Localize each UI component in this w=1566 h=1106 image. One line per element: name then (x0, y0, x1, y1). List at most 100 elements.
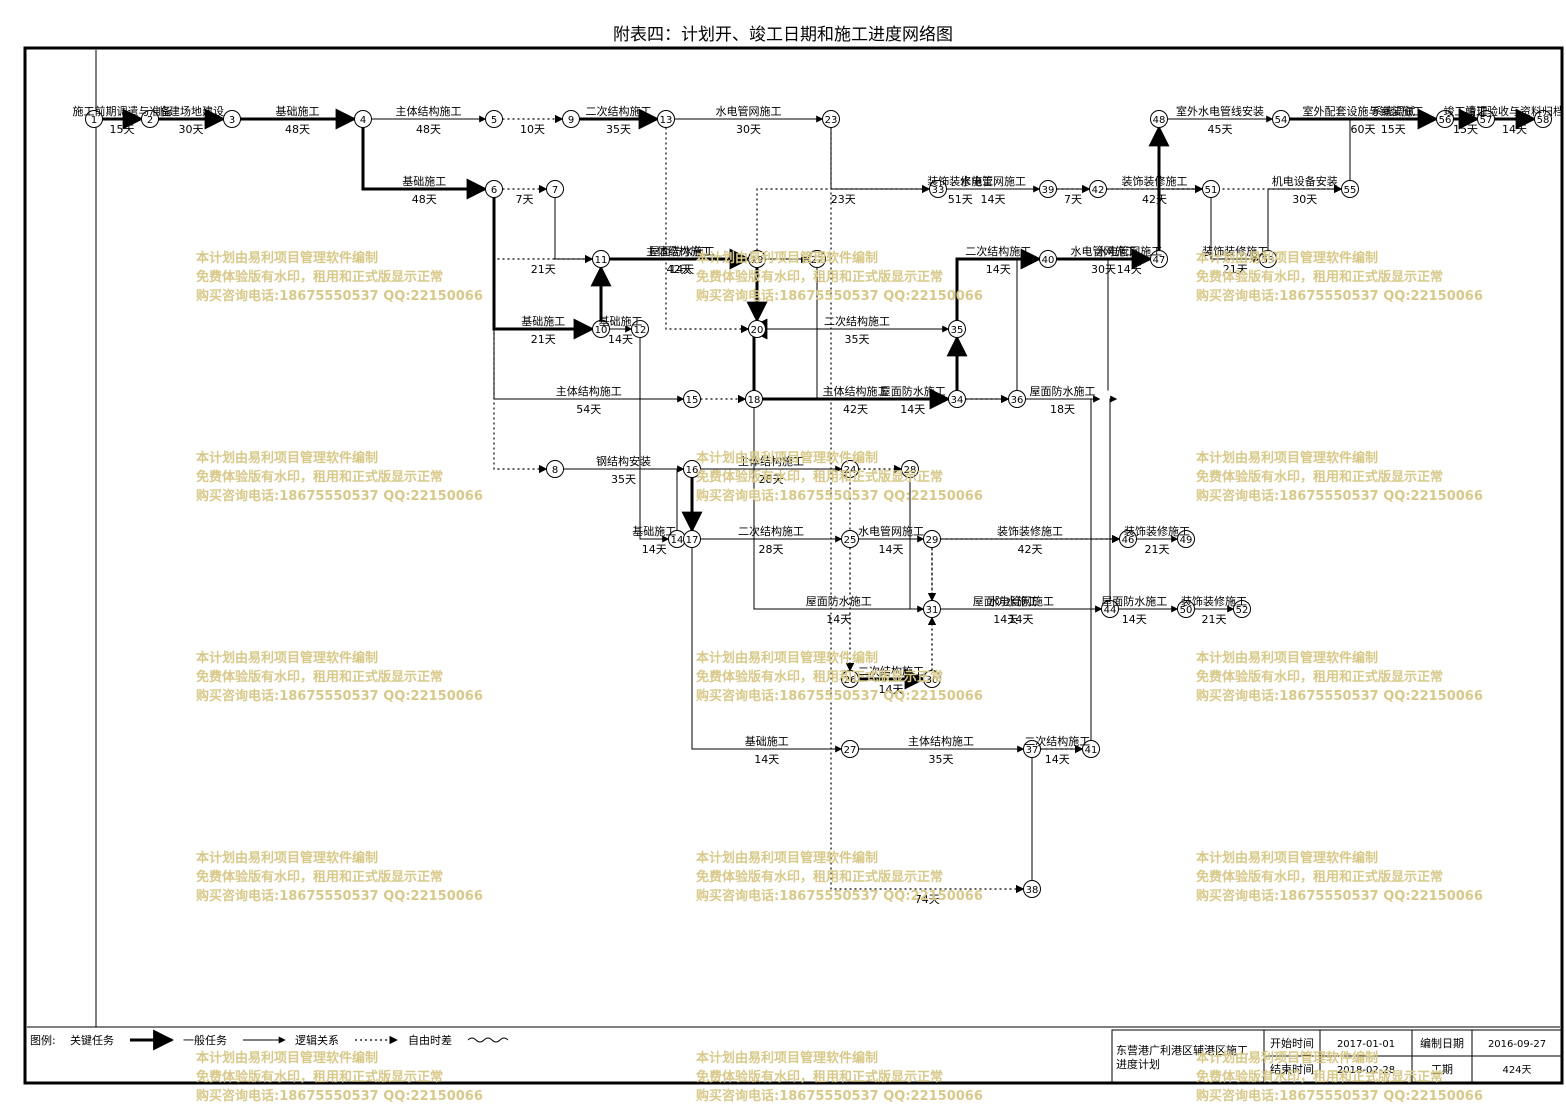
node-number: 6 (491, 185, 497, 196)
activity-arrow (1090, 605, 1179, 741)
node-number: 42 (1092, 185, 1105, 196)
activity-duration: 60天 (1351, 123, 1376, 136)
end-value: 2018-02-28 (1337, 1065, 1395, 1076)
node-20 (748, 320, 766, 338)
activity-duration: 21天 (531, 333, 556, 346)
activity-label: 水电管网施工 (1071, 244, 1137, 258)
activity-label: 主体结构施工 (908, 734, 974, 748)
node-number: 33 (932, 185, 945, 196)
activity-arrow (1210, 197, 1261, 263)
node-48 (1150, 110, 1168, 128)
start-value: 2017-01-01 (1337, 1039, 1395, 1050)
node-number: 18 (748, 395, 761, 406)
activity-duration: 48天 (412, 193, 437, 206)
node-number: 1 (91, 115, 97, 126)
period-value: 424天 (1502, 1065, 1531, 1076)
activity-arrow (1109, 395, 1118, 601)
activity-label: 水电管网施工 (716, 104, 782, 118)
activity-duration: 30天 (179, 123, 204, 136)
activity-arrow (756, 184, 931, 321)
activity-duration: 14天 (754, 753, 779, 766)
node-46 (1119, 530, 1137, 548)
node-number: 9 (568, 115, 574, 126)
node-37 (1023, 740, 1041, 758)
node-31 (923, 600, 941, 618)
node-44 (1101, 600, 1119, 618)
node-number: 25 (844, 535, 857, 546)
activity-label: 装饰装修施工 (1181, 594, 1247, 608)
node-39 (1039, 180, 1057, 198)
node-number: 48 (1153, 115, 1166, 126)
activity-duration: 48天 (285, 123, 310, 136)
node-24 (841, 460, 859, 478)
activity-duration: 14天 (879, 543, 904, 556)
activity-label: 主体结构施工 (738, 454, 804, 468)
node-number: 19 (751, 255, 764, 266)
node-number: 55 (1344, 185, 1357, 196)
activity-arrow (1031, 745, 1084, 881)
node-34 (948, 390, 966, 408)
activity-duration: 14天 (1009, 613, 1034, 626)
node-52 (1233, 600, 1251, 618)
node-58 (1534, 110, 1552, 128)
activity-duration: 14天 (993, 613, 1018, 626)
activity-duration: 14天 (981, 193, 1006, 206)
activity-duration: 15天 (1453, 123, 1478, 136)
node-number: 56 (1439, 115, 1452, 126)
node-57 (1477, 110, 1495, 128)
activity-arrow (955, 248, 1042, 321)
node-23 (822, 110, 840, 128)
node-18 (745, 390, 763, 408)
activity-label: 屋面防水施工 (973, 594, 1039, 608)
node-38 (1023, 880, 1041, 898)
activity-label: 二次结构施工 (586, 104, 652, 118)
activity-label: 屋面防水施工 (806, 594, 872, 608)
legend-float-label: 自由时差 (408, 1033, 452, 1047)
activity-label: 水电管网施工 (1096, 244, 1162, 258)
activity-label: 装饰装修施工 (1122, 174, 1188, 188)
node-15 (683, 390, 701, 408)
activity-label: 系统调试 (1371, 105, 1415, 118)
node-40 (1039, 250, 1057, 268)
activity-duration: 14天 (608, 333, 633, 346)
activity-arrow (493, 197, 548, 474)
activity-duration: 14天 (1122, 613, 1147, 626)
node-54 (1272, 110, 1290, 128)
compile-value: 2016-09-27 (1488, 1039, 1546, 1050)
activity-label: 机电设备安装 (1272, 174, 1338, 188)
node-16 (683, 460, 701, 478)
activity-duration: 42天 (1142, 193, 1167, 206)
legend-float-wave (467, 1037, 509, 1043)
activity-label: 主体结构施工 (556, 384, 622, 398)
activity-duration: 35天 (845, 333, 870, 346)
node-53 (1259, 250, 1277, 268)
node-27 (841, 740, 859, 758)
node-number: 8 (552, 465, 558, 476)
node-9 (562, 110, 580, 128)
node-number: 40 (1042, 255, 1055, 266)
activity-duration: 14天 (1117, 263, 1142, 276)
activity-duration: 21天 (1223, 263, 1248, 276)
activity-arrow (639, 337, 670, 543)
period-label: 工期 (1431, 1063, 1453, 1076)
activity-label: 装饰装修施工 (1124, 524, 1190, 538)
activity-duration: 51天 (948, 193, 973, 206)
node-4 (354, 110, 372, 128)
activity-arrow (1016, 255, 1041, 391)
activity-duration: 42天 (667, 263, 692, 276)
node-number: 49 (1180, 535, 1193, 546)
activity-duration: 45天 (1208, 123, 1233, 136)
node-41 (1082, 740, 1100, 758)
activity-label: 室外水电管线安装 (1176, 104, 1264, 118)
activity-duration: 35天 (606, 123, 631, 136)
node-number: 31 (926, 605, 939, 616)
node-25 (841, 530, 859, 548)
activity-arrow (1158, 127, 1343, 194)
node-17 (683, 530, 701, 548)
end-label: 结束时间 (1270, 1063, 1314, 1076)
activity-label: 装饰装修施工 (927, 174, 993, 188)
node-number: 14 (671, 535, 684, 546)
activity-arrow (1349, 115, 1438, 181)
node-number: 11 (595, 255, 608, 266)
